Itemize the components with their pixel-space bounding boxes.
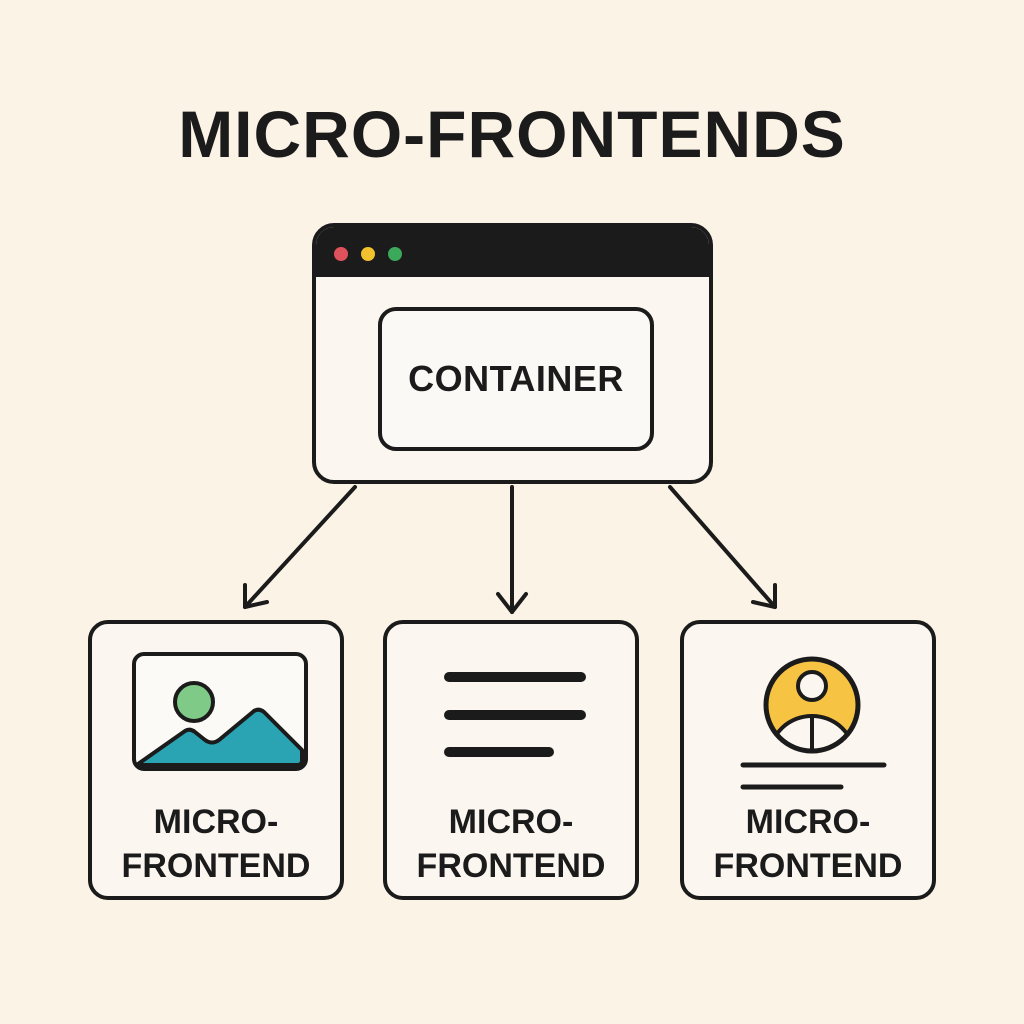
micro-frontend-card-2: MICRO- FRONTEND: [383, 620, 639, 900]
page-title: MICRO-FRONTENDS: [178, 97, 846, 171]
minimize-dot-icon: [361, 247, 375, 261]
close-dot-icon: [334, 247, 348, 261]
arrow-left-icon: [243, 485, 357, 609]
container-label: CONTAINER: [408, 358, 624, 399]
arrow-center-icon: [496, 485, 528, 614]
container-box: CONTAINER: [378, 307, 654, 451]
image-icon: [132, 652, 308, 771]
micro-frontend-card-3: MICRO- FRONTEND: [680, 620, 936, 900]
text-lines-icon: [444, 672, 586, 757]
window-titlebar: [316, 227, 709, 277]
card-2-label: MICRO- FRONTEND: [416, 803, 606, 885]
container-window: CONTAINER: [312, 223, 713, 484]
micro-frontend-card-1: MICRO- FRONTEND: [88, 620, 344, 900]
maximize-dot-icon: [388, 247, 402, 261]
user-profile-icon: [740, 656, 887, 790]
arrow-right-icon: [668, 485, 777, 609]
card-1-label: MICRO- FRONTEND: [121, 803, 311, 885]
card-3-label: MICRO- FRONTEND: [713, 803, 903, 885]
